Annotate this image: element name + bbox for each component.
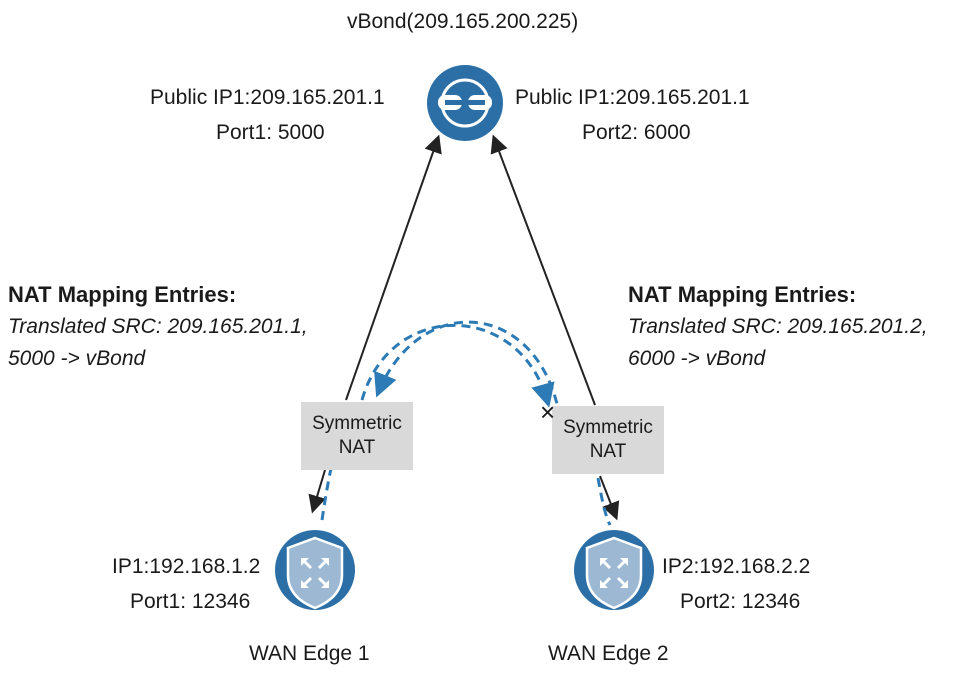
vbond-title: vBond(209.165.200.225) — [347, 10, 579, 33]
nat-mapping-left-heading: NAT Mapping Entries: — [8, 282, 237, 307]
edge2-nat-down-link — [599, 475, 620, 521]
dashed-arc-inner — [360, 324, 555, 408]
symmetric-nat-right-line2: NAT — [589, 441, 627, 462]
wan-edge-2-router-shield-icon[interactable] — [574, 530, 654, 610]
symmetric-nat-right[interactable]: Symmetric NAT — [552, 406, 664, 474]
wan-edge-1-name: WAN Edge 1 — [249, 642, 370, 665]
vbond-right-public-ip: Public IP1:209.165.201.1 — [515, 86, 750, 109]
wan-edge-1-router-shield-icon[interactable] — [275, 530, 355, 610]
symmetric-nat-left-line2: NAT — [338, 437, 376, 458]
wan-edge-1-ip: IP1:192.168.1.2 — [112, 555, 261, 578]
nat-mapping-right: NAT Mapping Entries: Translated SRC: 209… — [628, 281, 928, 373]
wan-edge-2-port: Port2: 12346 — [680, 590, 801, 613]
nat-mapping-left-line2: 5000 -> vBond — [8, 347, 146, 370]
wan-edge-1-port: Port1: 12346 — [130, 590, 251, 613]
vbond-icon[interactable] — [427, 65, 503, 141]
wan-edge-2-name: WAN Edge 2 — [548, 642, 669, 665]
vbond-to-edge2-link — [490, 134, 596, 406]
dashed-arc-outer — [374, 320, 562, 419]
symmetric-nat-left-line1: Symmetric — [312, 413, 402, 434]
nat-mapping-right-line2: 6000 -> vBond — [628, 347, 766, 370]
vbond-left-public-ip: Public IP1:209.165.201.1 — [150, 86, 385, 109]
edge1-to-vbond-link — [345, 134, 442, 401]
nat-mapping-left: NAT Mapping Entries: Translated SRC: 209… — [8, 281, 308, 373]
nat-mapping-right-line1: Translated SRC: 209.165.201.2, — [628, 315, 928, 338]
edge1-nat-down-link — [308, 469, 326, 514]
vbond-left-port: Port1: 5000 — [216, 121, 325, 144]
dashed-path-edge2-down — [596, 477, 612, 526]
nat-mapping-left-line1: Translated SRC: 209.165.201.1, — [8, 315, 308, 338]
symmetric-nat-right-line1: Symmetric — [563, 417, 653, 438]
vbond-right-port: Port2: 6000 — [582, 121, 691, 144]
symmetric-nat-left[interactable]: Symmetric NAT — [301, 402, 413, 470]
nat-mapping-right-heading: NAT Mapping Entries: — [628, 282, 857, 307]
blocked-x-icon: × — [540, 397, 556, 427]
wan-edge-2-ip: IP2:192.168.2.2 — [662, 555, 811, 578]
